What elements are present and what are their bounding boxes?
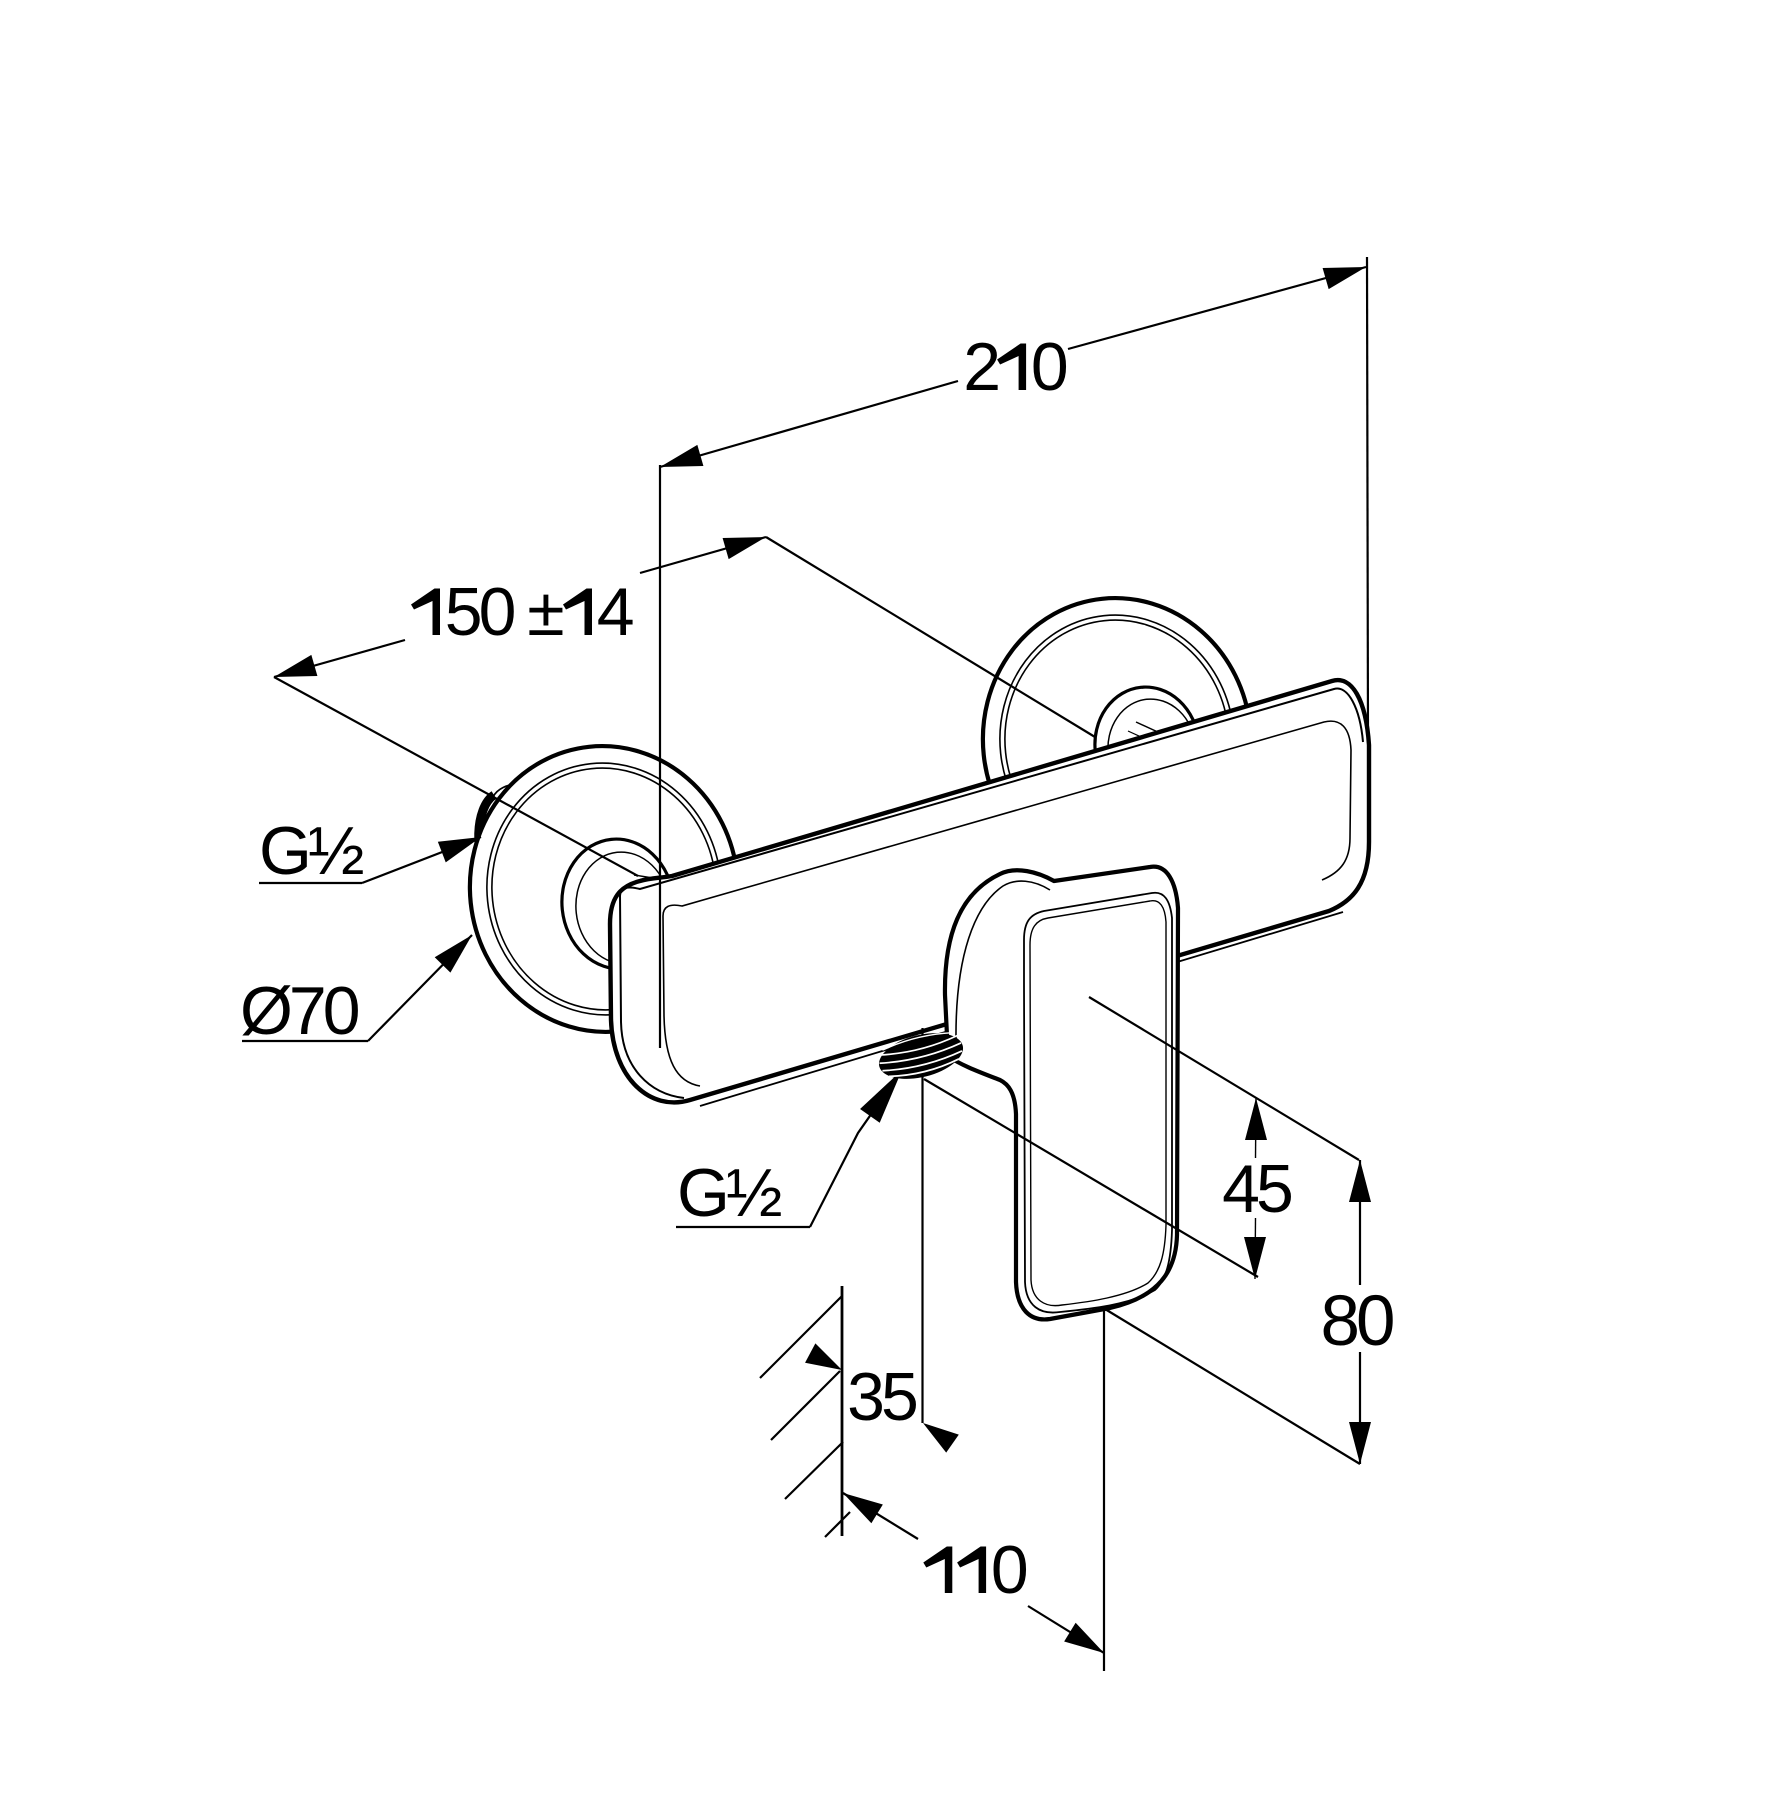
svg-text:4: 4 [597,574,633,650]
svg-text:50: 50 [445,574,515,650]
svg-text:G½: G½ [677,1155,781,1231]
svg-text:0: 0 [991,1532,1027,1608]
svg-text:G½: G½ [259,813,363,889]
svg-text:Ø70: Ø70 [240,973,359,1049]
svg-text:0: 0 [1031,329,1067,405]
svg-text:35: 35 [847,1359,916,1435]
svg-text:±: ± [527,574,563,650]
svg-text:2: 2 [963,329,998,405]
svg-text:80: 80 [1321,1282,1393,1361]
svg-text:45: 45 [1222,1151,1291,1227]
